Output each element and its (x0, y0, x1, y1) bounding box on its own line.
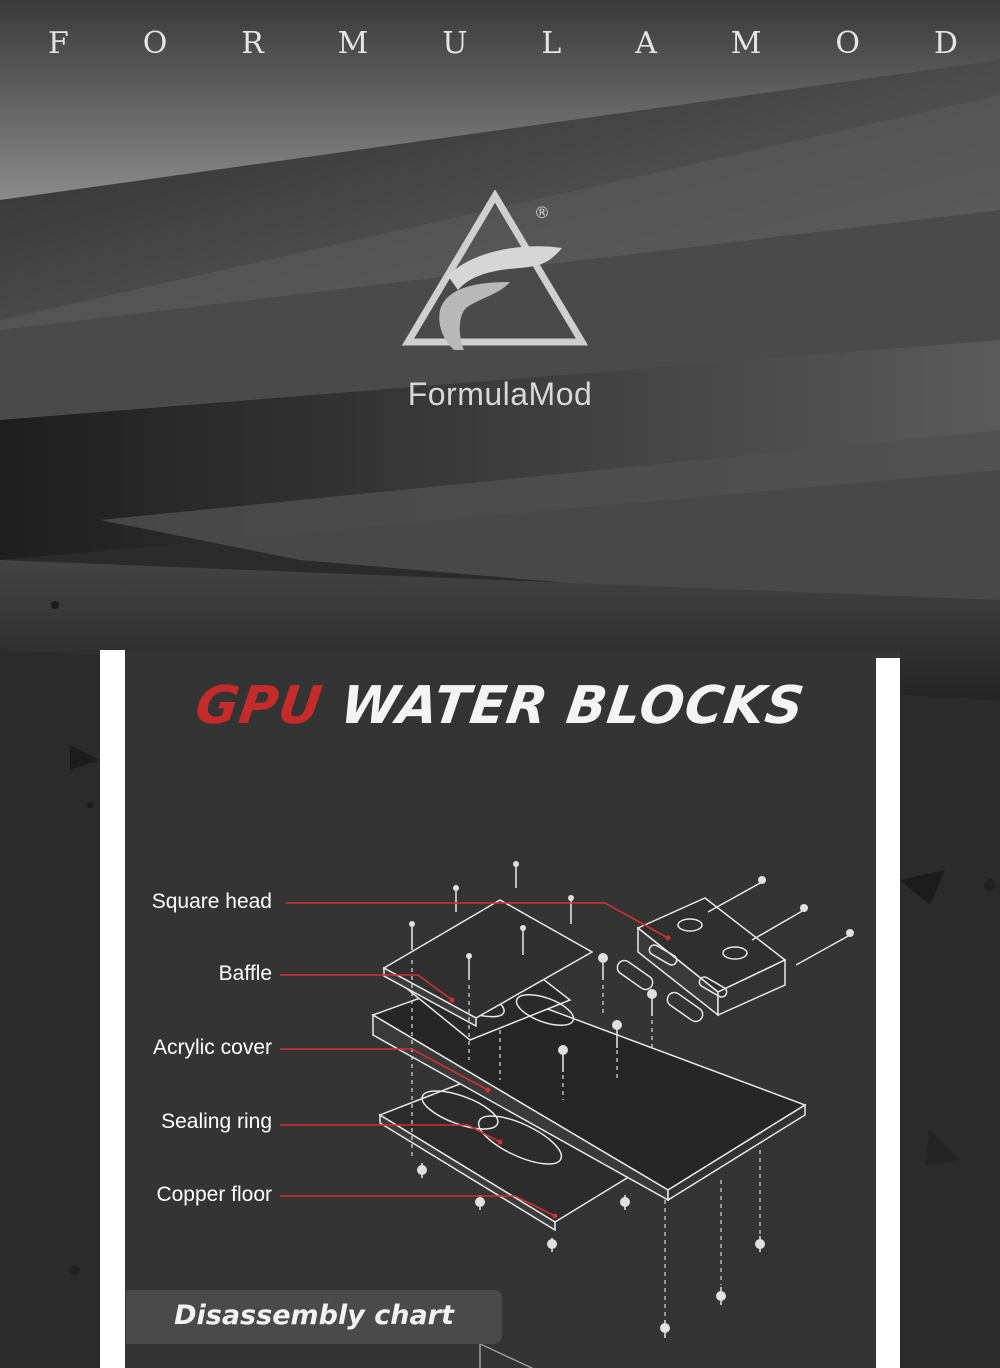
label-copper-floor: Copper floor (156, 1183, 272, 1206)
registered-mark: ® (534, 203, 550, 222)
label-sealing-ring: Sealing ring (161, 1110, 272, 1133)
disassembly-chart-badge: Disassembly chart (126, 1290, 502, 1344)
panel-right-border (876, 658, 900, 1368)
brand-letter: M (337, 26, 369, 61)
panel-left-border (100, 650, 125, 1368)
brand-letter: L (541, 26, 562, 61)
brand-letter: F (48, 26, 69, 61)
label-acrylic-cover: Acrylic cover (152, 1036, 272, 1059)
brand-letter: M (730, 26, 762, 61)
brand-letter: D (933, 26, 958, 61)
brand-letter: R (241, 26, 264, 61)
logo-wordmark: FormulaMod (407, 376, 593, 412)
brand-letterspaced-title: F O R M U L A M O D (0, 26, 1000, 76)
brand-letter: A (635, 26, 657, 61)
brand-letter: O (142, 26, 168, 61)
label-baffle: Baffle (218, 962, 272, 985)
label-square-head: Square head (151, 890, 272, 913)
brand-letter: U (442, 26, 468, 61)
brand-letter: O (835, 26, 860, 61)
formulamod-logo-icon: ® (401, 190, 589, 350)
badge-label: Disassembly chart (174, 1300, 454, 1331)
